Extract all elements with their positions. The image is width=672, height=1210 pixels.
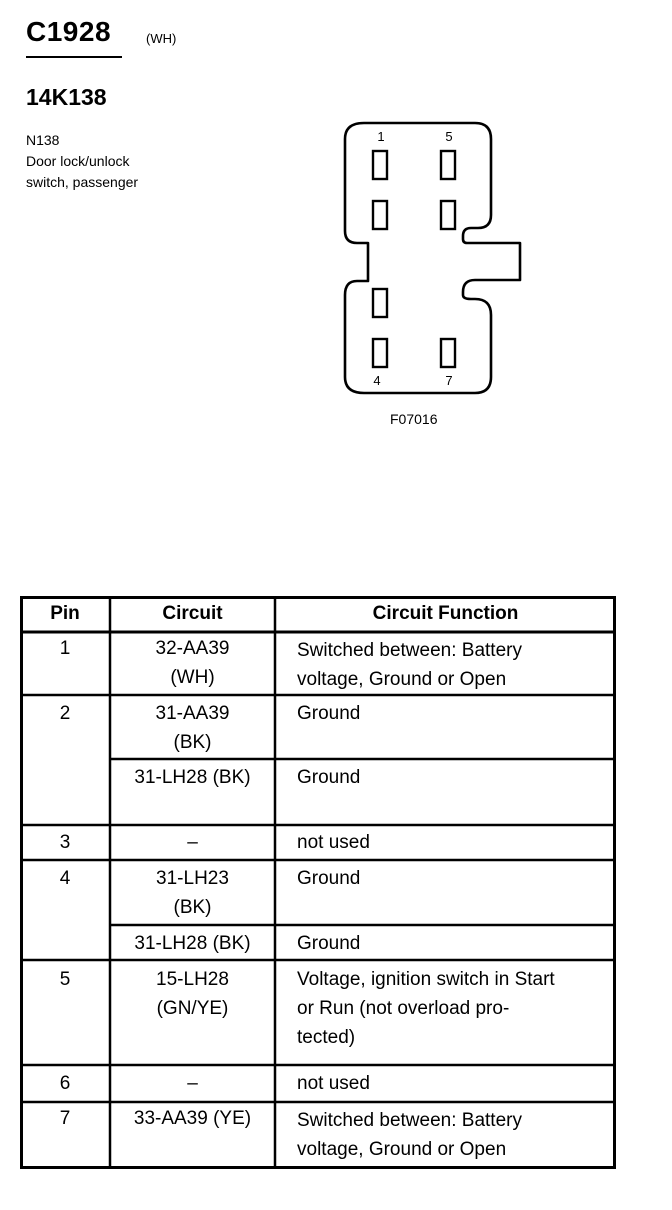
circuit-line: 32-AA39 xyxy=(155,638,230,659)
function-cell: not used xyxy=(297,1073,370,1094)
pin-cavity xyxy=(371,337,389,369)
circuit-line: 15-LH28 xyxy=(156,969,229,990)
connector-description: N138 Door lock/unlock switch, passenger xyxy=(26,130,138,193)
circuit-cell: – xyxy=(187,1073,198,1094)
function-cell: Switched between: Battery voltage, Groun… xyxy=(297,1106,522,1164)
pin-cavity xyxy=(371,199,389,231)
description-line: N138 xyxy=(26,132,60,148)
function-line: voltage, Ground or Open xyxy=(297,1139,507,1160)
pin-table: Pin Circuit Circuit Function 1 32-AA39 (… xyxy=(20,596,616,1169)
column-header-circuit: Circuit xyxy=(162,603,223,624)
circuit-line: 31-LH23 xyxy=(156,868,229,889)
pin-number: 4 xyxy=(59,868,71,889)
circuit-line: (GN/YE) xyxy=(156,998,229,1019)
connector-face-diagram: 1 5 4 7 xyxy=(343,121,522,395)
pin-number: 6 xyxy=(59,1073,71,1094)
function-line: Switched between: Battery xyxy=(297,1110,522,1131)
connector-id-underline xyxy=(26,56,122,58)
circuit-line: (BK) xyxy=(173,897,212,918)
description-line: Door lock/unlock xyxy=(26,153,130,169)
circuit-cell: 31-LH28 (BK) xyxy=(134,767,251,788)
circuit-line: (BK) xyxy=(173,732,212,753)
pin-number: 2 xyxy=(59,703,71,724)
circuit-cell: – xyxy=(187,832,198,853)
part-number: 14K138 xyxy=(26,84,107,110)
connector-outline xyxy=(343,121,522,395)
function-line: tected) xyxy=(297,1027,356,1048)
pin-number: 5 xyxy=(59,969,71,990)
function-cell: Ground xyxy=(297,703,361,724)
pin-label: 4 xyxy=(373,373,380,388)
circuit-cell: 32-AA39 (WH) xyxy=(110,634,275,692)
pin-number: 3 xyxy=(59,832,71,853)
figure-code: F07016 xyxy=(390,411,438,427)
circuit-cell: 15-LH28 (GN/YE) xyxy=(110,965,275,1023)
function-line: voltage, Ground or Open xyxy=(297,669,507,690)
function-cell: Ground xyxy=(297,868,361,889)
circuit-line: 31-AA39 xyxy=(155,703,230,724)
pin-label: 1 xyxy=(377,129,384,144)
function-line: Switched between: Battery xyxy=(297,640,522,661)
column-header-function: Circuit Function xyxy=(372,603,519,624)
pin-number: 7 xyxy=(59,1108,71,1129)
pin-cavity xyxy=(371,287,389,319)
description-line: switch, passenger xyxy=(26,174,139,190)
function-cell: Voltage, ignition switch in Start or Run… xyxy=(297,965,555,1052)
function-cell: Switched between: Battery voltage, Groun… xyxy=(297,636,522,694)
pin-cavity xyxy=(439,337,457,369)
function-cell: not used xyxy=(297,832,370,853)
table-grid xyxy=(20,596,616,1169)
function-line: Voltage, ignition switch in Start xyxy=(297,969,555,990)
column-header-pin: Pin xyxy=(50,603,80,624)
circuit-cell: 31-LH23 (BK) xyxy=(110,864,275,922)
circuit-cell: 31-LH28 (BK) xyxy=(134,933,251,954)
pin-number: 1 xyxy=(59,638,71,659)
pin-cavity xyxy=(439,199,457,231)
pin-cavity xyxy=(439,149,457,181)
circuit-cell: 33-AA39 (YE) xyxy=(133,1108,252,1129)
function-line: or Run (not overload pro- xyxy=(297,998,510,1019)
pin-cavity xyxy=(371,149,389,181)
circuit-cell: 31-AA39 (BK) xyxy=(110,699,275,757)
circuit-line: (WH) xyxy=(170,667,215,688)
function-cell: Ground xyxy=(297,933,361,954)
function-cell: Ground xyxy=(297,767,361,788)
connector-id: C1928 xyxy=(26,16,112,47)
pin-label: 5 xyxy=(445,129,452,144)
pin-label: 7 xyxy=(445,373,452,388)
connector-color: (WH) xyxy=(146,31,177,46)
